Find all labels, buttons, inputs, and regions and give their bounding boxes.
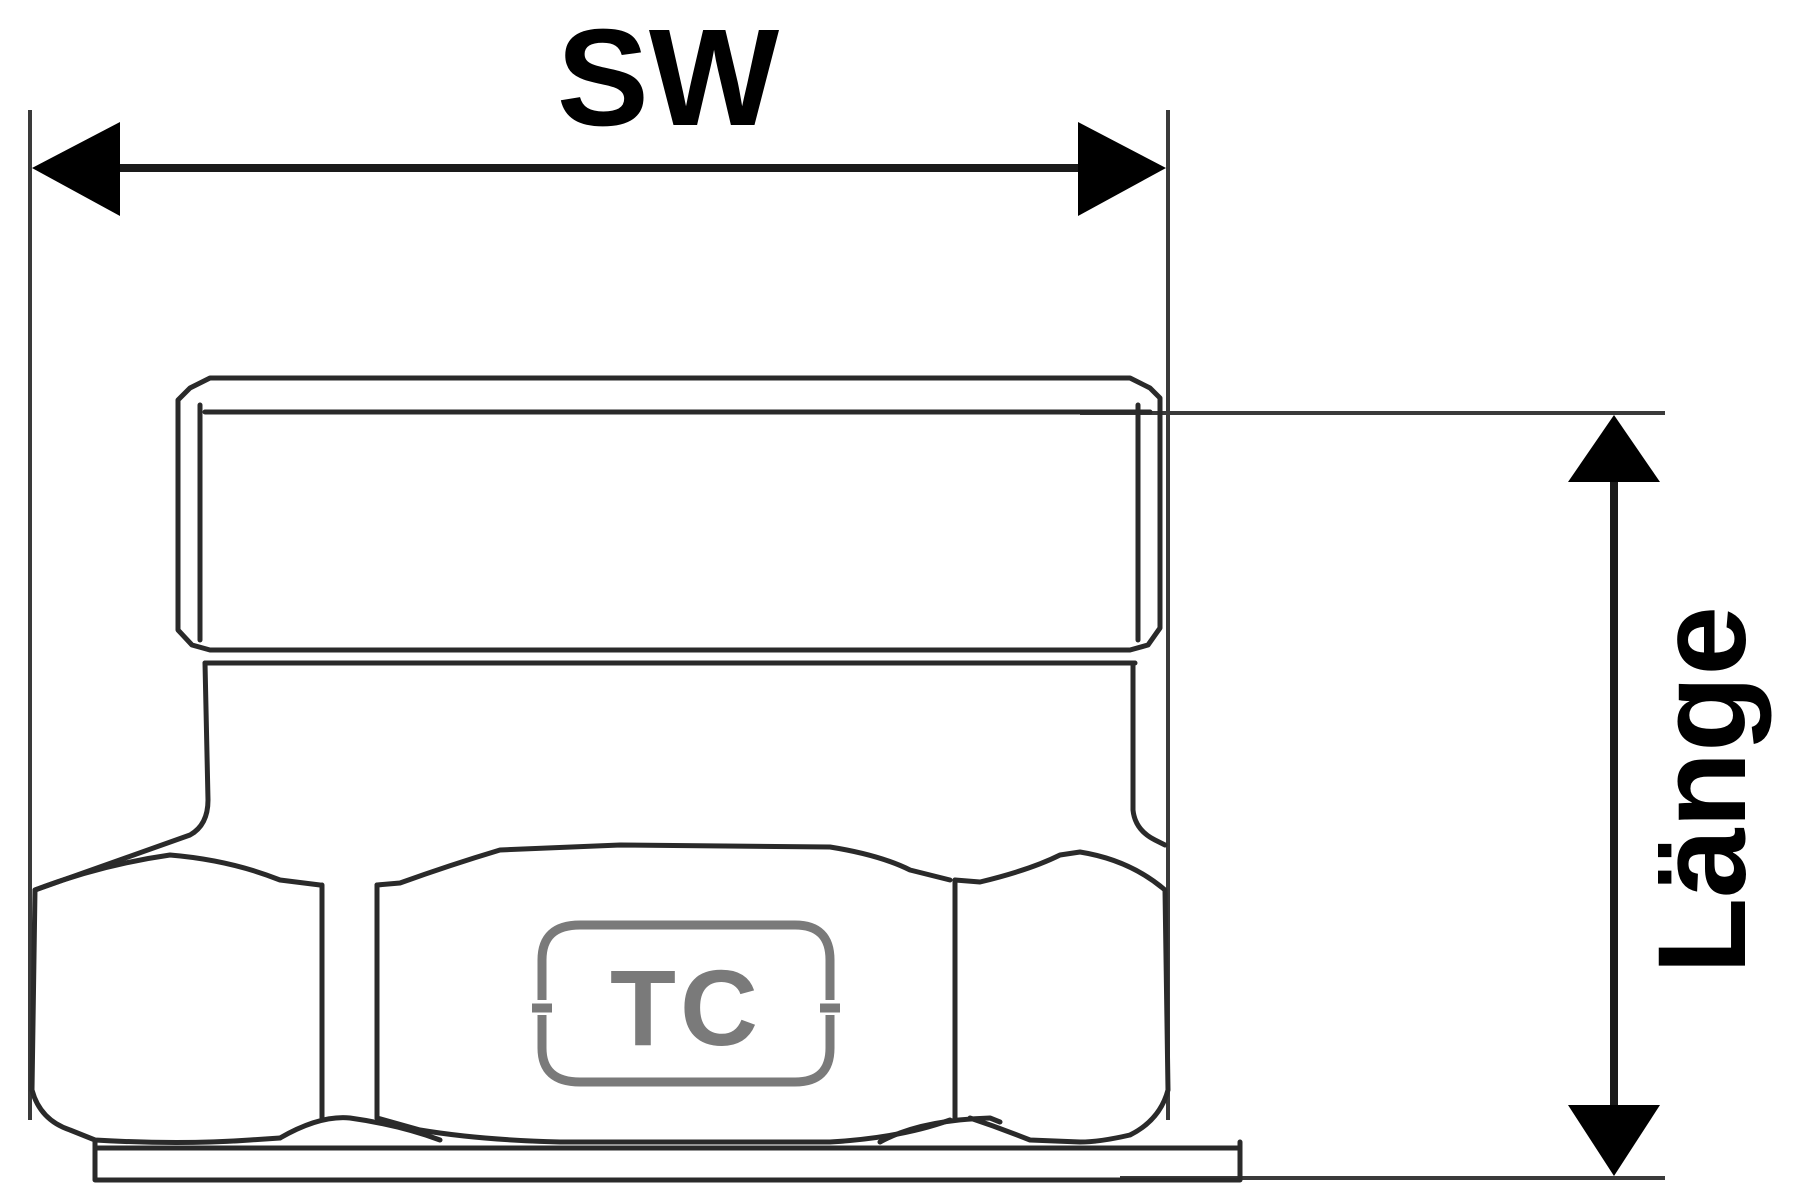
- extension-lines: [28, 110, 1665, 1180]
- dimension-sw: SW: [32, 1, 1166, 216]
- neck-left: [32, 660, 211, 893]
- neck-section: [32, 660, 1168, 893]
- flange-outline: [92, 1139, 1243, 1183]
- hex-bottom-curve-right: [877, 1115, 1003, 1145]
- arrow-up-icon: [1568, 415, 1660, 482]
- hex-face-left: [29, 852, 323, 1145]
- hex-bottom-curve-left: [277, 1115, 443, 1143]
- dimension-label-sw: SW: [557, 1, 780, 155]
- logo-text: TC: [610, 947, 762, 1068]
- logo-border: [537, 920, 835, 1087]
- base-flange: [92, 1139, 1243, 1183]
- arrow-down-icon: [1568, 1105, 1660, 1176]
- arrow-right-icon: [1078, 122, 1166, 216]
- tc-logo: TC: [532, 920, 840, 1087]
- hex-body: [29, 842, 1171, 1145]
- threaded-section: [175, 375, 1163, 666]
- hex-face-right: [952, 849, 1171, 1145]
- thread-outline: [175, 375, 1163, 653]
- dimension-label-length: Länge: [1633, 606, 1772, 974]
- arrow-left-icon: [32, 122, 120, 216]
- neck-right: [1130, 660, 1168, 848]
- dimension-length: Länge: [1568, 415, 1772, 1176]
